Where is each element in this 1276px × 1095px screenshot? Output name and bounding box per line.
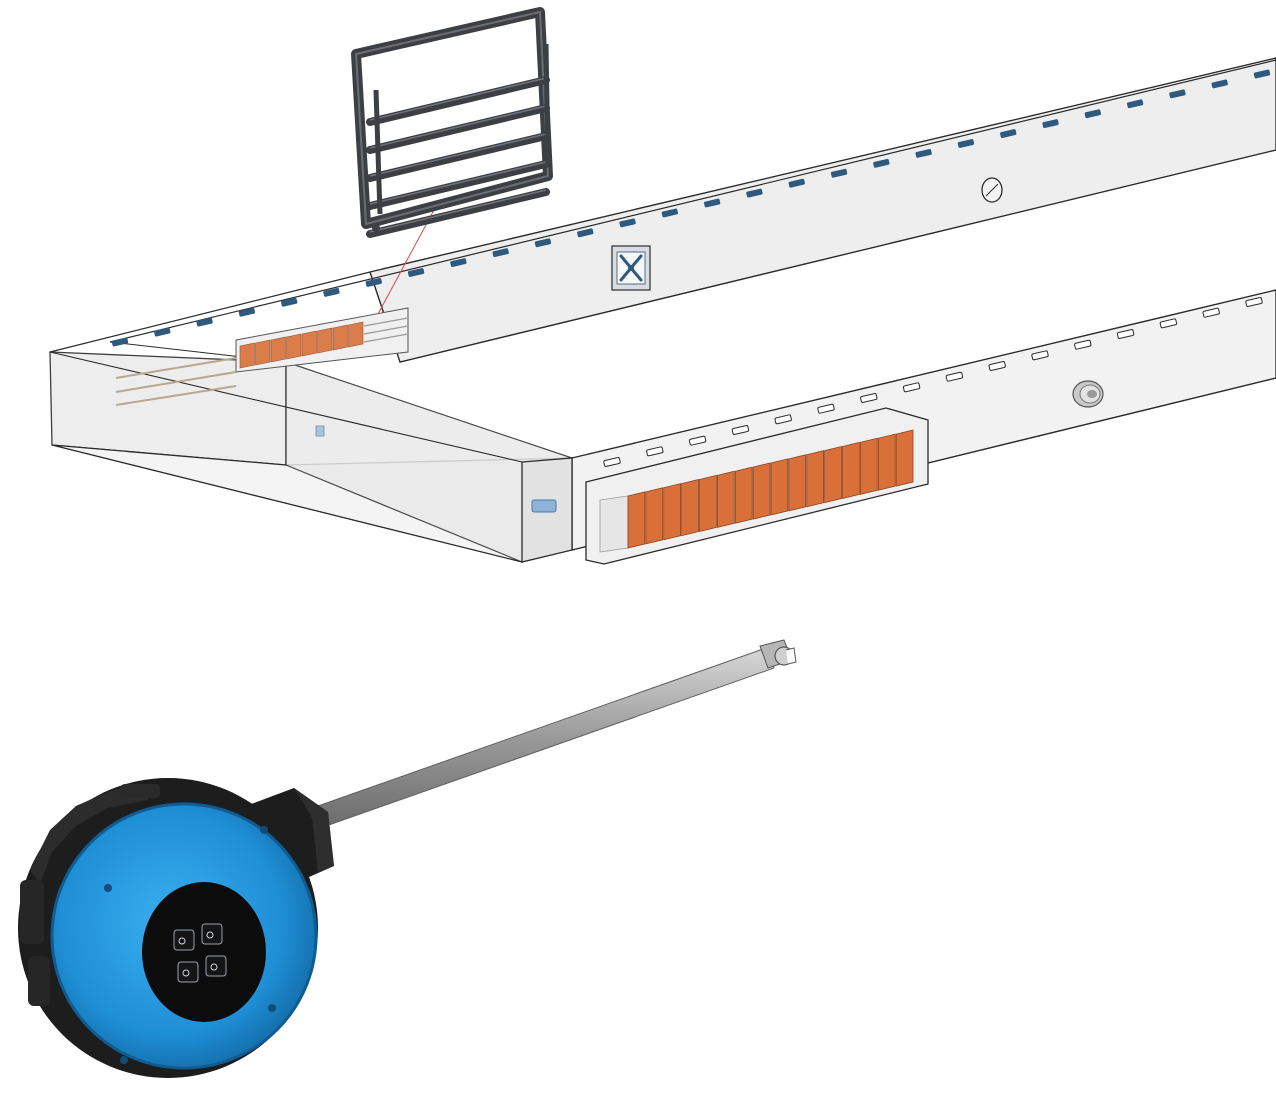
roof-inlet — [492, 248, 509, 258]
fan-icon — [611, 245, 651, 291]
roof-inlet — [281, 297, 298, 307]
roof-inlet — [1245, 297, 1263, 307]
roof-inlet — [1126, 99, 1144, 109]
cooling-pad-panel — [699, 474, 717, 533]
sensor-keypad — [173, 923, 227, 983]
roof-inlet — [945, 371, 964, 382]
roof-inlet — [957, 139, 975, 148]
roof-inlet — [746, 188, 763, 198]
roof-inlet — [1074, 339, 1092, 350]
roof-inlet — [1042, 119, 1059, 129]
corner-device — [531, 499, 557, 513]
roof-inlet — [365, 278, 382, 287]
roof-inlet — [1169, 89, 1186, 99]
roof-inlet — [646, 446, 664, 457]
roof-inlet — [1116, 329, 1135, 339]
cooling-pad-panel — [806, 450, 825, 508]
roof-inlet — [238, 307, 256, 317]
cooling-pad-panel — [734, 466, 753, 524]
louver-slats — [366, 76, 550, 238]
cooling-pad-panel — [681, 478, 699, 537]
roof-inlet — [1084, 109, 1101, 119]
cooling-pad-panel — [824, 445, 842, 504]
circle-port-icon — [981, 177, 1003, 203]
roof-inlet — [915, 148, 932, 158]
round-vent-icon — [1072, 380, 1104, 408]
roof-inlet — [534, 238, 552, 248]
roof-inlet — [703, 198, 721, 208]
roof-inlet — [577, 228, 594, 238]
roof-inlet — [196, 317, 213, 327]
cooling-pad-panel — [663, 483, 682, 541]
roof-inlet — [830, 168, 848, 178]
cooling-pad-back — [115, 307, 409, 406]
roof-inlet — [661, 208, 679, 218]
roof-inlet — [860, 393, 878, 403]
air-inlet-louver — [351, 7, 553, 315]
roof-inlet — [111, 337, 129, 347]
roof-inlet — [774, 414, 792, 425]
roof-inlet — [619, 218, 636, 228]
roof-inlet — [1211, 79, 1228, 89]
roof-inlet — [1031, 350, 1049, 361]
cooling-pad-panel — [895, 429, 914, 487]
cooling-pad-panel — [645, 487, 664, 545]
roof-inlet — [450, 258, 467, 268]
cooling-pad-panel — [752, 462, 771, 520]
roof-inlet — [788, 178, 805, 188]
louver-slat — [366, 76, 550, 126]
button-icon[interactable] — [201, 923, 223, 945]
button-icon[interactable] — [205, 955, 227, 977]
sensor-display — [142, 882, 266, 1022]
roof-inlet — [902, 382, 921, 393]
cooling-pad-panel — [770, 458, 789, 516]
roof-inlets-upper — [111, 69, 1271, 347]
roof-inlet — [817, 403, 835, 414]
roof-inlet — [688, 435, 707, 446]
roof-inlet — [154, 327, 171, 337]
guide-line — [377, 209, 435, 315]
roof-inlets-lower — [603, 297, 1263, 467]
roof-inlet — [1000, 129, 1017, 138]
louver-slat — [366, 188, 550, 238]
button-icon[interactable] — [177, 961, 199, 983]
louver-slat — [366, 104, 550, 154]
probe-rod — [317, 639, 797, 827]
roof-inlet — [1159, 318, 1178, 329]
cooling-pad-panel — [877, 433, 896, 491]
roof-inlet — [731, 425, 750, 435]
poultry-house-building — [49, 57, 1276, 565]
roof-inlet — [1253, 69, 1271, 79]
climate-sensor-probe — [18, 639, 797, 1078]
cooling-pad-panel — [627, 491, 646, 549]
roof-inlet — [323, 287, 340, 297]
louver-slat — [366, 132, 550, 182]
louver-slat — [366, 160, 550, 210]
cooling-pad-panel — [842, 441, 860, 500]
roof-inlet — [407, 268, 425, 277]
button-icon[interactable] — [173, 929, 195, 951]
roof-inlet — [873, 158, 890, 168]
cooling-pad-front — [585, 407, 929, 565]
roof-inlet — [988, 361, 1006, 371]
roof-inlet — [1202, 307, 1220, 318]
cooling-pad-panel — [716, 470, 735, 528]
roof-inlet — [603, 457, 621, 467]
cooling-pad-panel — [788, 454, 807, 512]
cooling-pad-panel — [859, 437, 878, 495]
